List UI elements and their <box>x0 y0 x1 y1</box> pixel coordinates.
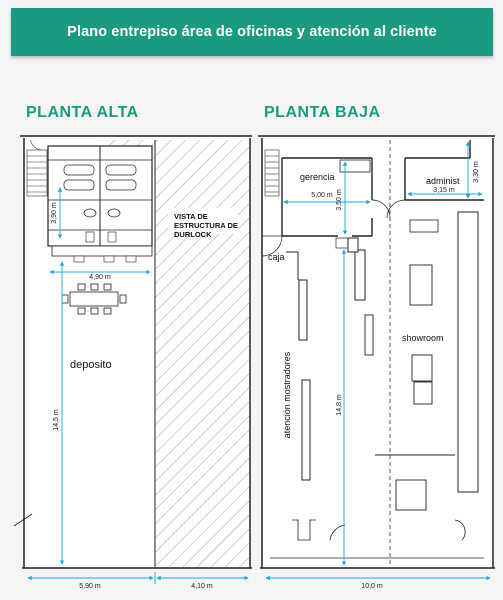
gerencia-label: gerencia <box>300 172 335 182</box>
caja-label: caja <box>268 252 285 262</box>
dim-alta-410: 4,10 m <box>191 583 213 590</box>
dim-alta-590: 5,90 m <box>79 583 101 590</box>
page-title: Plano entrepiso área de oficinas y atenc… <box>67 24 437 40</box>
alta-stairs <box>26 139 48 197</box>
dim-baja-350: 3,50 m <box>336 189 343 211</box>
gerencia-room <box>281 157 391 249</box>
durlock-label-line1: VISTA DE <box>174 212 208 221</box>
counter-line <box>286 237 366 481</box>
administ-label: administ <box>426 176 460 186</box>
atencion-mostradores-label: atención mostradores <box>282 351 292 438</box>
meeting-table <box>61 283 127 315</box>
dim-baja-500: 5,00 m <box>311 192 333 199</box>
durlock-label-line3: DURLOCK <box>174 230 212 239</box>
dim-alta-390: 3,90 m <box>51 202 58 224</box>
dim-baja-315: 3,15 m <box>433 187 455 194</box>
baja-entrance <box>270 519 484 559</box>
dim-baja-100: 10,0 m <box>361 583 383 590</box>
planta-alta-plan: 3,90 m 4,90 m 14,5 m 5,90 m 4,10 m VISTA… <box>13 135 252 590</box>
planta-alta-title: PLANTA ALTA <box>26 104 139 121</box>
dim-baja-330: 3,30 m <box>473 161 480 183</box>
dim-alta-145: 14,5 m <box>53 409 60 431</box>
showroom-furniture <box>364 264 455 511</box>
dim-alta-490: 4,90 m <box>89 274 111 281</box>
header-banner: Plano entrepiso área de oficinas y atenc… <box>11 8 493 56</box>
baja-dimensions <box>265 141 491 581</box>
bathroom-block <box>47 145 153 263</box>
alta-dimensions <box>27 187 249 584</box>
baja-stairs <box>264 149 280 197</box>
durlock-hatch-area <box>100 140 250 567</box>
dim-baja-148: 14,8 m <box>336 394 343 416</box>
showroom-label: showroom <box>402 333 444 343</box>
durlock-label-line2: ESTRUCTURA DE <box>174 221 238 230</box>
deposito-label: deposito <box>70 359 112 371</box>
planta-baja-plan: 5,00 m 3,50 m 3,15 m 3,30 m 14,8 m 10,0 … <box>258 135 495 590</box>
planta-baja-title: PLANTA BAJA <box>264 104 381 121</box>
